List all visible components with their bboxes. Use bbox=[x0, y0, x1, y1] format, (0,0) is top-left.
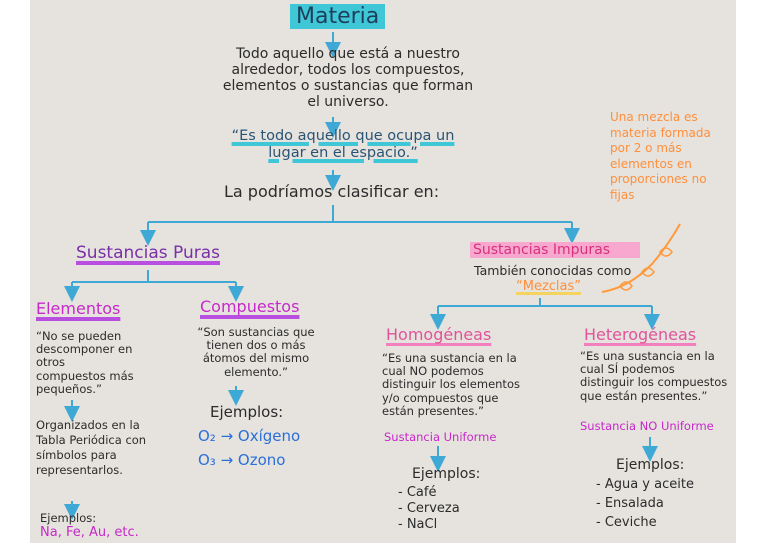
heterogeneous-examples-label: Ejemplos: bbox=[616, 457, 685, 473]
materia-quote: “Es todo aquello que ocupa un lugar en e… bbox=[231, 128, 455, 161]
heterogeneous-example-water-oil: - Agua y aceite bbox=[596, 477, 694, 492]
elements-examples-label: Ejemplos: bbox=[40, 511, 97, 525]
elements-heading: Elementos bbox=[36, 299, 121, 318]
compounds-definition: “Son sustancias que tienen dos o más áto… bbox=[197, 325, 315, 379]
homogeneous-example-nacl: - NaCl bbox=[398, 517, 438, 532]
heterogeneous-example-salad: - Ensalada bbox=[596, 496, 664, 511]
impure-aka: También conocidas como bbox=[474, 263, 632, 278]
elements-definition: “No se pueden descomponer en otros compu… bbox=[36, 329, 134, 396]
classify-text: La podríamos clasificar en: bbox=[224, 182, 440, 201]
homogeneous-example-coffee: - Café bbox=[398, 485, 437, 500]
pure-substances-heading: Sustancias Puras bbox=[76, 243, 221, 263]
elements-table-note: Organizados en la Tabla Periódica con sí… bbox=[36, 418, 147, 477]
heterogeneous-uniform: Sustancia NO Uniforme bbox=[580, 419, 714, 433]
compounds-heading: Compuestos bbox=[200, 297, 300, 316]
homogeneous-uniform: Sustancia Uniforme bbox=[384, 430, 497, 444]
heterogeneous-definition: “Es una sustancia en la cual SÍ podemos … bbox=[580, 349, 728, 403]
compounds-examples-label: Ejemplos: bbox=[210, 403, 284, 421]
heterogeneous-heading: Heterogéneas bbox=[584, 325, 697, 344]
mixture-note: Una mezcla es materia formada por 2 o má… bbox=[610, 110, 711, 202]
title-materia: Materia bbox=[290, 4, 386, 30]
homogeneous-example-beer: - Cerveza bbox=[398, 501, 460, 516]
homogeneous-heading: Homogéneas bbox=[386, 325, 492, 344]
homogeneous-examples-label: Ejemplos: bbox=[412, 466, 481, 482]
impure-substances-heading: Sustancias Impuras bbox=[470, 242, 640, 259]
materia-definition: Todo aquello que está a nuestro alrededo… bbox=[222, 46, 474, 111]
compounds-example-oxygen: O₂ → Oxígeno bbox=[198, 427, 301, 445]
compounds-example-ozone: O₃ → Ozono bbox=[198, 451, 286, 469]
elements-examples: Na, Fe, Au, etc. bbox=[40, 525, 139, 540]
heterogeneous-example-ceviche: - Ceviche bbox=[596, 515, 657, 530]
homogeneous-definition: “Es una sustancia en la cual NO podemos … bbox=[382, 351, 520, 418]
impure-aka-name: “Mezclas” bbox=[516, 279, 582, 294]
